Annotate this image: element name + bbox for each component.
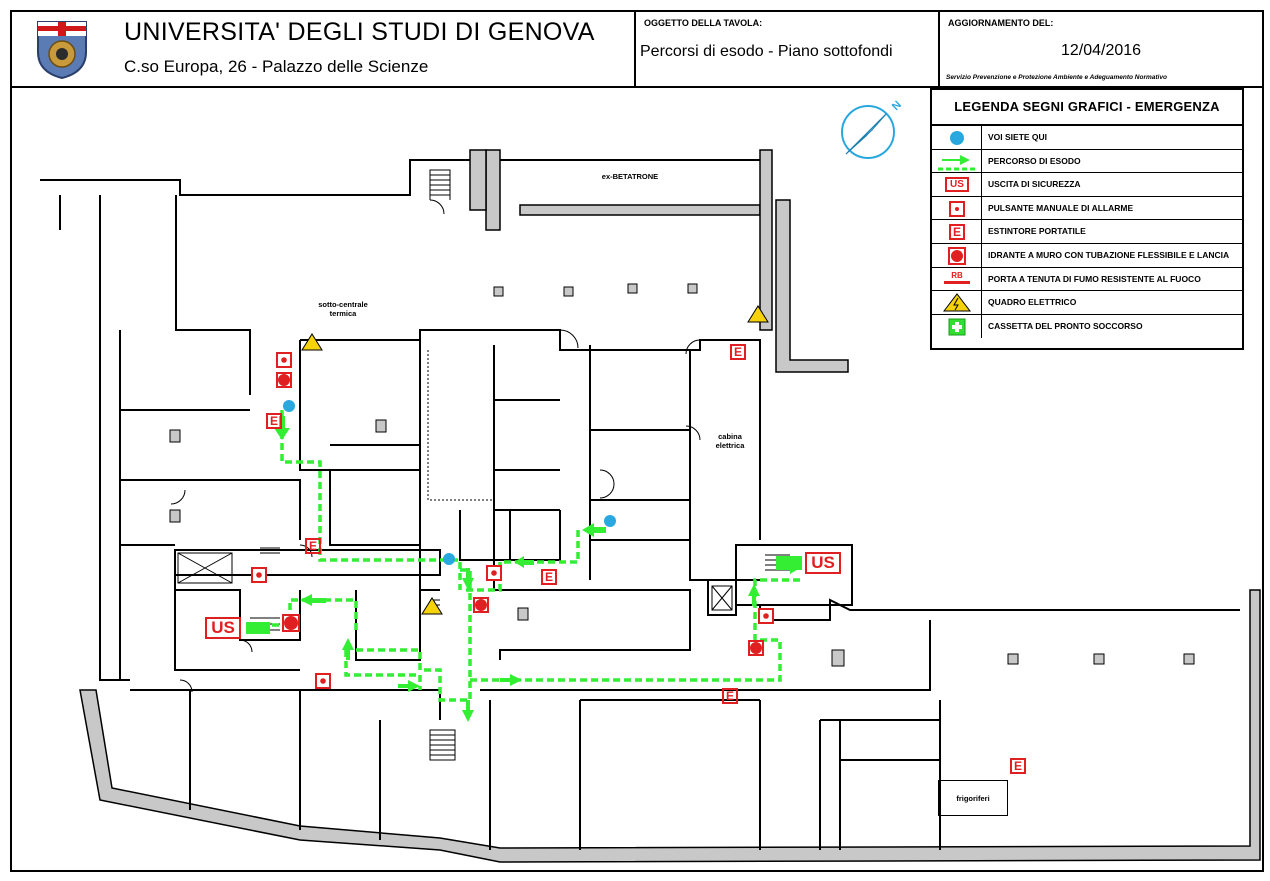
legend-label: USCITA DI SICUREZZA <box>988 179 1081 190</box>
legend-row: PERCORSO DI ESODO <box>932 149 1242 174</box>
legend-code: US <box>950 179 964 191</box>
partitions <box>250 169 790 761</box>
extinguisher-sign: E <box>730 344 746 360</box>
exit-code: US <box>811 553 835 572</box>
legend-label: PULSANTE MANUALE DI ALLARME <box>988 202 1134 213</box>
legend-row: VOI SIETE QUI <box>932 126 1242 150</box>
legend-label: CASSETTA DEL PRONTO SOCCORSO <box>988 320 1143 331</box>
service-note: Servizio Prevenzione e Protezione Ambien… <box>946 74 1167 81</box>
legend-row: PULSANTE MANUALE DI ALLARME <box>932 196 1242 221</box>
legend-symbol <box>932 126 982 149</box>
legend-symbol: US <box>932 173 982 196</box>
legend-code: E <box>952 225 961 240</box>
hydrant-icon <box>948 246 966 265</box>
object-block: OGGETTO DELLA TAVOLA: Percorsi di esodo … <box>636 12 940 88</box>
room-label-centrale: sotto-centrale termica <box>318 300 368 318</box>
legend-label: ESTINTORE PORTATILE <box>988 226 1086 237</box>
legend-symbol <box>932 314 982 339</box>
extinguisher-sign: E <box>305 538 321 554</box>
extinguisher-sign: E <box>541 569 557 585</box>
update-date: 12/04/2016 <box>1060 42 1142 59</box>
legend-code: RB <box>951 270 963 280</box>
first-aid-icon <box>948 318 966 336</box>
object-label: OGGETTO DELLA TAVOLA: <box>644 18 763 28</box>
exit-route-icon <box>938 154 976 171</box>
update-block: AGGIORNAMENTO DEL: 12/04/2016 Servizio P… <box>940 12 1262 88</box>
extinguisher-icon: E <box>949 224 965 241</box>
legend-symbol: RB <box>932 267 982 291</box>
legend-symbol <box>932 149 982 173</box>
room-label-cabina: cabina elettrica <box>715 432 745 450</box>
extinguisher-code: E <box>544 570 553 584</box>
lift-shafts <box>177 552 733 611</box>
legend-symbol <box>932 243 982 267</box>
university-name: UNIVERSITA' DEGLI STUDI DI GENOVA <box>124 18 595 46</box>
emergency-exit-icon: US <box>945 177 969 193</box>
frigoriferi-box: frigoriferi <box>938 780 1008 816</box>
legend-label: QUADRO ELETTRICO <box>988 297 1077 308</box>
extinguisher-sign: E <box>1010 758 1026 774</box>
title-block: UNIVERSITA' DEGLI STUDI DI GENOVA C.so E… <box>12 12 636 88</box>
legend-row: US USCITA DI SICUREZZA <box>932 173 1242 197</box>
manual-alarm-icon <box>949 200 965 217</box>
room-label-betatrone: ex-BETATRONE <box>601 172 659 181</box>
legend-row: IDRANTE A MURO CON TUBAZIONE FLESSIBILE … <box>932 243 1242 268</box>
extinguisher-sign: E <box>722 688 738 704</box>
legend: LEGENDA SEGNI GRAFICI - EMERGENZA VOI SI… <box>930 88 1244 350</box>
room-label-frigoriferi: frigoriferi <box>956 794 990 803</box>
columns <box>169 283 1195 667</box>
university-crest-icon <box>37 21 87 80</box>
object-value: Percorsi di esodo - Piano sottofondi <box>640 43 893 60</box>
legend-row: QUADRO ELETTRICO <box>932 291 1242 315</box>
extinguisher-code: E <box>308 539 317 553</box>
extinguisher-code: E <box>269 414 278 428</box>
legend-label: IDRANTE A MURO CON TUBAZIONE FLESSIBILE … <box>988 249 1230 260</box>
legend-symbol <box>932 291 982 314</box>
electrical-panel-icon <box>942 293 972 312</box>
exit-code: US <box>211 618 235 637</box>
extinguisher-sign: E <box>266 413 282 429</box>
legend-symbol: E <box>932 220 982 243</box>
legend-label: PERCORSO DI ESODO <box>988 155 1081 166</box>
exit-route-arrows <box>274 416 800 722</box>
perimeter-walls <box>79 149 1261 863</box>
update-label: AGGIORNAMENTO DEL: <box>948 18 1054 28</box>
legend-symbol <box>932 196 982 220</box>
door-swings <box>170 199 701 693</box>
extinguisher-code: E <box>1013 759 1022 773</box>
you-are-here-icon <box>950 131 964 145</box>
legend-row: CASSETTA DEL PRONTO SOCCORSO <box>932 314 1242 339</box>
legend-row: RB PORTA A TENUTA DI FUMO RESISTENTE AL … <box>932 267 1242 292</box>
legend-label: PORTA A TENUTA DI FUMO RESISTENTE AL FUO… <box>988 273 1201 284</box>
building-walls <box>40 159 1240 850</box>
emergency-exit-sign: US <box>205 617 241 639</box>
emergency-exit-sign: US <box>805 552 841 574</box>
legend-title: LEGENDA SEGNI GRAFICI - EMERGENZA <box>932 90 1242 126</box>
legend-row: E ESTINTORE PORTATILE <box>932 220 1242 244</box>
university-address: C.so Europa, 26 - Palazzo delle Scienze <box>124 57 429 76</box>
fire-door-icon: RB <box>944 270 970 284</box>
extinguisher-code: E <box>725 689 734 703</box>
exit-stair-marks <box>246 556 802 634</box>
extinguisher-code: E <box>733 345 742 359</box>
legend-label: VOI SIETE QUI <box>988 132 1048 142</box>
